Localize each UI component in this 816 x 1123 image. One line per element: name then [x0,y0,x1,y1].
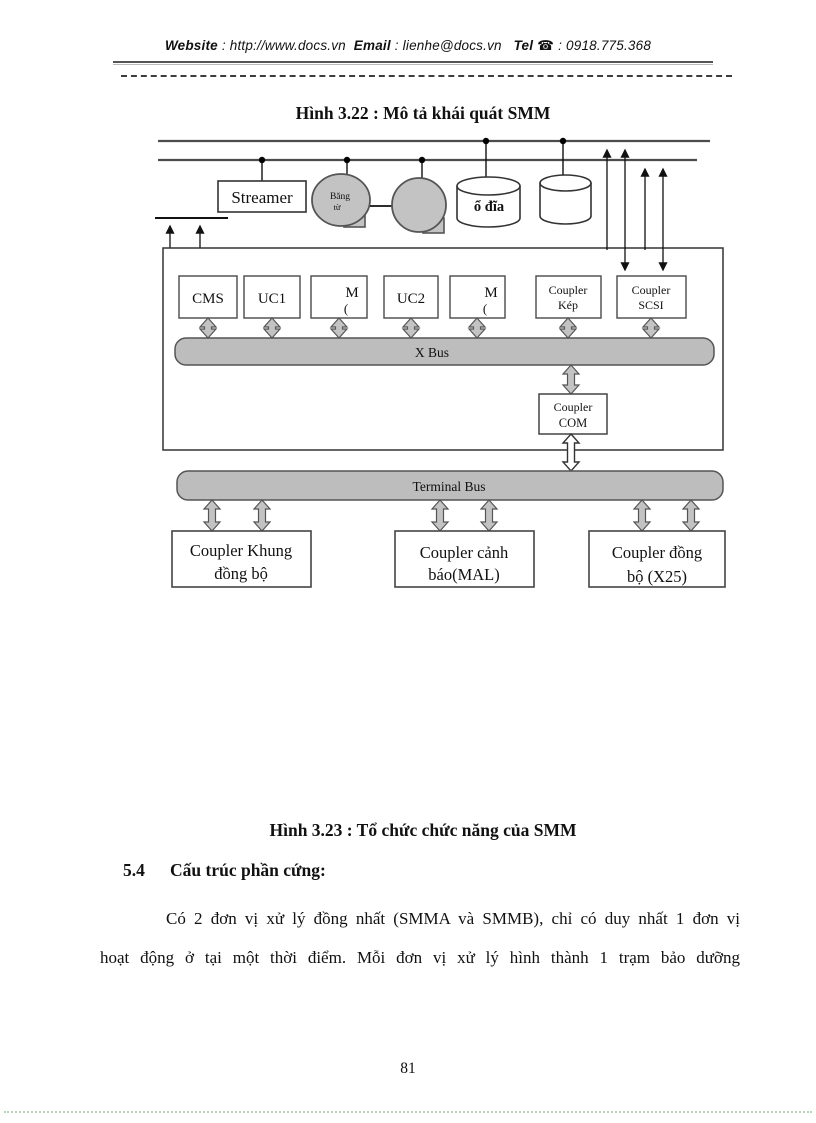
page-header: Website : http://www.docs.vn Email : lie… [0,38,816,54]
tape-label-line2: từ [334,202,341,212]
email-value: : lienhe@docs.vn [394,38,502,53]
x-bus-bar: X Bus [174,337,715,366]
x-bus-label: X Bus [415,345,449,360]
coupler-mal-box: Coupler cảnh báo(MAL) [394,530,535,588]
section-heading: 5.4 Cấu trúc phần cứng: [123,860,326,881]
m2-box: M ( [449,275,506,319]
coupler-kep-line2: Kép [558,298,578,312]
tel-value: : 0918.775.368 [558,38,652,53]
com-terminal-arrow [561,432,581,473]
header-rule [113,61,713,65]
disk-label: ổ đĩa [474,199,505,215]
junction-dots [258,137,567,164]
coupler-kep-line1: Coupler [549,283,588,297]
cms-box: CMS [178,275,238,319]
tape-reel-icon: Băng từ [311,173,371,228]
coupler-x25-line2: bộ (X25) [627,567,687,586]
footer-dotted-rule [4,1111,812,1113]
m1-label-line1: M [345,285,358,301]
coupler-kep-box: Coupler Kép [535,275,602,319]
m2-label-line1: M [484,285,497,301]
smm-overview-diagram: Streamer Băng từ ổ đĩa [155,137,726,588]
uc1-box: UC1 [243,275,301,319]
coupler-x25-box: Coupler đồng bộ (X25) [588,530,726,588]
right-bus-arrows [602,148,668,272]
uc2-label: UC2 [397,291,425,307]
coupler-com-box: Coupler COM [538,393,608,435]
body-paragraph: Có 2 đơn vị xử lý đồng nhất (SMMA và SMM… [100,899,740,977]
coupler-com-line2: COM [559,416,587,430]
coupler-khung-line1: Coupler Khung [190,541,292,560]
section-title: Cấu trúc phần cứng: [170,860,326,880]
cms-label: CMS [192,291,224,307]
phone-icon: ☎ [537,38,555,53]
cylinder-icon [539,174,592,225]
page-number: 81 [400,1060,416,1077]
streamer-label: Streamer [231,188,293,207]
coupler-x25-line1: Coupler đồng [612,543,702,562]
terminal-bus-bar: Terminal Bus [176,470,724,501]
uc2-box: UC2 [383,275,439,319]
coupler-com-line1: Coupler [554,400,593,414]
coupler-scsi-line1: Coupler [632,283,671,297]
figure-323-caption: Hình 3.23 : Tổ chức chức năng của SMM [269,820,577,840]
m2-label-line2: ( [483,301,487,316]
paragraph-line-2: hoạt động ở tại một thời điểm. Mỗi đơn v… [100,948,740,967]
tape-reel-2-icon [391,177,447,234]
uc1-label: UC1 [258,291,286,307]
coupler-scsi-box: Coupler SCSI [616,275,687,319]
disk-cylinder-icon: ổ đĩa [456,176,521,228]
terminal-coupler-arrows [202,499,701,532]
figure-322-caption: Hình 3.22 : Mô tả khái quát SMM [295,103,551,123]
coupler-khung-line2: đồng bộ [214,564,268,583]
coupler-scsi-line2: SCSI [638,298,663,312]
m1-label-line2: ( [344,301,348,316]
section-number: 5.4 [123,860,145,880]
coupler-khung-box: Coupler Khung đồng bộ [171,530,312,588]
header-dashed-rule [121,75,732,77]
tel-label: Tel [513,38,534,53]
terminal-bus-label: Terminal Bus [413,479,486,494]
email-label: Email [353,38,391,53]
paragraph-line-1: Có 2 đơn vị xử lý đồng nhất (SMMA và SMM… [166,909,740,928]
website-value: : http://www.docs.vn [221,38,346,53]
coupler-mal-line2: báo(MAL) [428,565,499,584]
streamer-box: Streamer [217,180,307,213]
website-label: Website [164,38,218,53]
tape-label-line1: Băng [330,192,350,202]
coupler-mal-line1: Coupler cảnh [420,543,509,562]
m1-box: M ( [310,275,368,319]
